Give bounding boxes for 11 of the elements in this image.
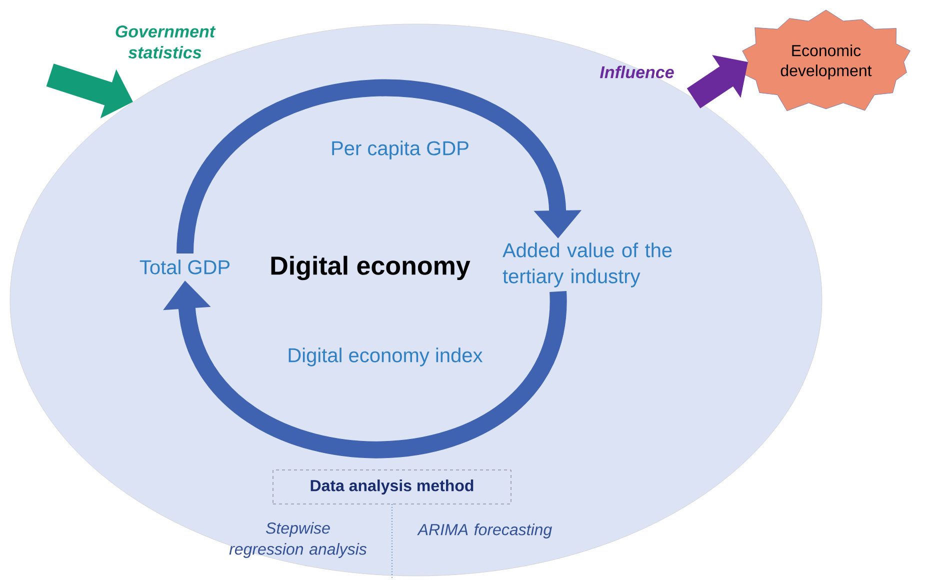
dashed-box: Data analysis method [272,470,512,504]
block-arrow [176,80,582,255]
text-label: Total GDP [140,260,230,274]
edge-label: Government statistics [116,25,216,59]
title-text: Digital economy [271,256,470,280]
method-label: Stepwise regression analysis [229,522,367,558]
method-label: ARIMA forecasting [417,524,552,538]
edge-label: Per capita GDP [332,140,468,160]
edge-label: Digital economy index [288,348,483,366]
edge-label: Influence [600,66,674,78]
text-label: Added value of the tertiary industry [502,242,672,288]
